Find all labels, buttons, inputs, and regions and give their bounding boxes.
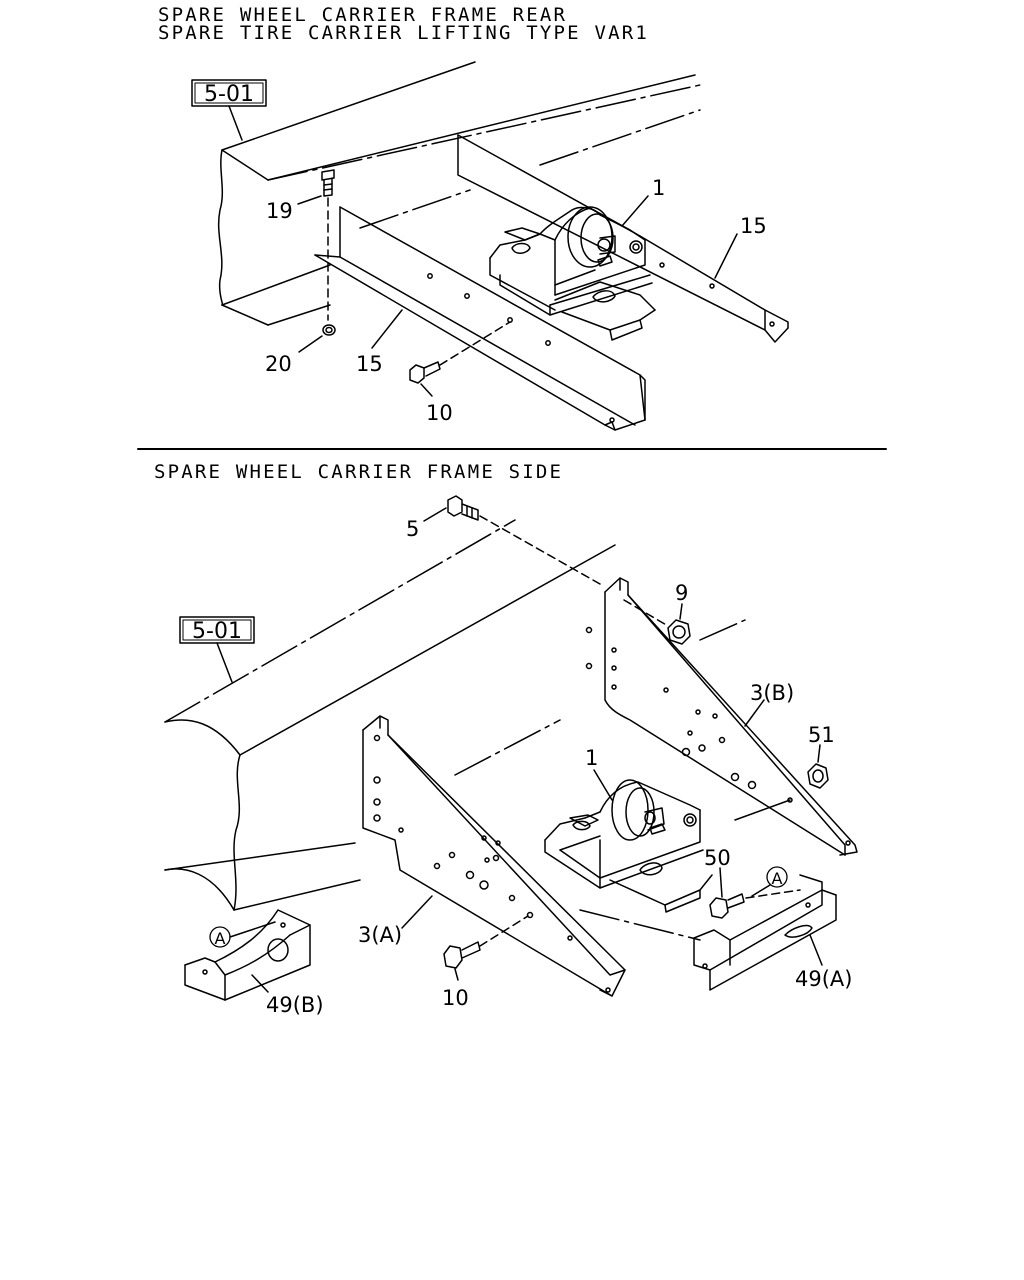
side-callout-bolt-50: 50 <box>704 846 731 870</box>
rear-callout-bolt-top: 19 <box>266 199 293 223</box>
rear-section-title-line2: SPARE TIRE CARRIER LIFTING TYPE VAR1 <box>158 22 650 44</box>
rear-bolt-19[interactable] <box>321 169 335 197</box>
side-circle-a-right-leader <box>751 884 771 897</box>
side-bolt-5[interactable] <box>447 495 479 521</box>
side-cover-49a-leader <box>809 934 823 966</box>
rear-reference-leader <box>228 105 243 141</box>
rear-section-title-line1: SPARE WHEEL CARRIER FRAME REAR <box>158 4 568 26</box>
rear-callout-bracket-front: 15 <box>356 352 383 376</box>
side-nut-51-leader <box>817 744 821 763</box>
side-frame-reference-box[interactable]: 5-01 <box>179 616 255 644</box>
rear-nut-20-leader <box>298 335 323 353</box>
side-bolt-50-axis <box>745 889 801 899</box>
side-bolt-50[interactable] <box>709 893 745 919</box>
rear-callout-bracket-right: 15 <box>740 214 767 238</box>
rear-right-bracket-15-leader <box>714 233 738 279</box>
side-bolt-5-axis <box>479 515 601 585</box>
rear-callout-bolt: 10 <box>426 401 453 425</box>
rear-bolt-19-leader <box>297 195 322 205</box>
side-bolt-10-leader <box>454 968 459 981</box>
side-circle-ref-a-left[interactable]: A <box>209 926 231 948</box>
side-callout-bolt-top: 5 <box>406 517 419 541</box>
rear-front-bracket-15-leader <box>371 309 403 349</box>
side-nut-51[interactable] <box>807 763 829 789</box>
rear-callout-nut: 20 <box>265 352 292 376</box>
side-nut-9-axis <box>623 599 669 627</box>
rear-front-bracket-15[interactable] <box>314 206 646 431</box>
side-circle-a-left-leader <box>229 921 276 938</box>
side-nut-9-leader <box>679 603 683 620</box>
side-callout-cover-a: 49(A) <box>795 967 852 991</box>
side-cover-49a[interactable] <box>693 874 837 991</box>
side-callout-cover-b: 49(B) <box>266 993 324 1017</box>
side-circle-ref-a-right-label: A <box>772 869 783 888</box>
rear-right-bracket-15[interactable] <box>457 134 789 343</box>
side-chassis-frame-rail <box>164 519 746 941</box>
rear-frame-reference-box[interactable]: 5-01 <box>191 79 267 107</box>
rear-carrier-assembly-1[interactable] <box>489 206 656 341</box>
side-callout-bracket-a: 3(A) <box>358 923 402 947</box>
rear-callout-carrier: 1 <box>652 176 665 200</box>
rear-nut-20[interactable] <box>322 324 336 336</box>
rear-exploded-view: 5-01 <box>191 61 789 431</box>
side-carrier-assembly-1[interactable] <box>544 779 713 913</box>
rear-bolt-10-leader <box>420 383 433 397</box>
side-exploded-view: 5-01 <box>164 495 858 1017</box>
side-callout-bolt-10: 10 <box>442 986 469 1010</box>
side-nut-9[interactable] <box>667 619 691 645</box>
rear-bolt-10-axis <box>439 321 511 366</box>
side-circle-ref-a-left-label: A <box>215 929 226 948</box>
side-bolt-50-leader <box>719 867 723 898</box>
side-bracket-3a-leader <box>401 895 433 929</box>
side-bracket-3b-edge <box>734 799 791 821</box>
rear-bolt-10[interactable] <box>409 361 441 384</box>
side-cover-49b-leader <box>251 974 269 993</box>
rear-chassis-frame-rail <box>217 61 701 326</box>
side-bolt-10[interactable] <box>443 941 481 969</box>
side-bolt-5-leader <box>423 507 447 522</box>
side-section-title: SPARE WHEEL CARRIER FRAME SIDE <box>154 461 564 483</box>
side-callout-nut-51: 51 <box>808 723 835 747</box>
side-callout-bracket-b: 3(B) <box>750 681 794 705</box>
side-bracket-3b[interactable] <box>585 577 858 856</box>
side-carrier-1-leader <box>593 769 613 801</box>
rear-carrier-1-leader <box>621 195 649 227</box>
side-callout-nut-9: 9 <box>675 581 688 605</box>
side-reference-leader <box>216 642 233 683</box>
side-bolt-10-axis <box>479 915 529 947</box>
side-frame-reference-label: 5-01 <box>192 619 242 644</box>
side-bracket-3a[interactable] <box>362 715 626 997</box>
side-callout-carrier: 1 <box>585 746 598 770</box>
rear-frame-reference-label: 5-01 <box>204 82 254 107</box>
side-bracket-3b-leader <box>744 699 765 727</box>
side-cover-49b[interactable] <box>184 909 311 1001</box>
side-circle-ref-a-right[interactable]: A <box>766 866 788 888</box>
